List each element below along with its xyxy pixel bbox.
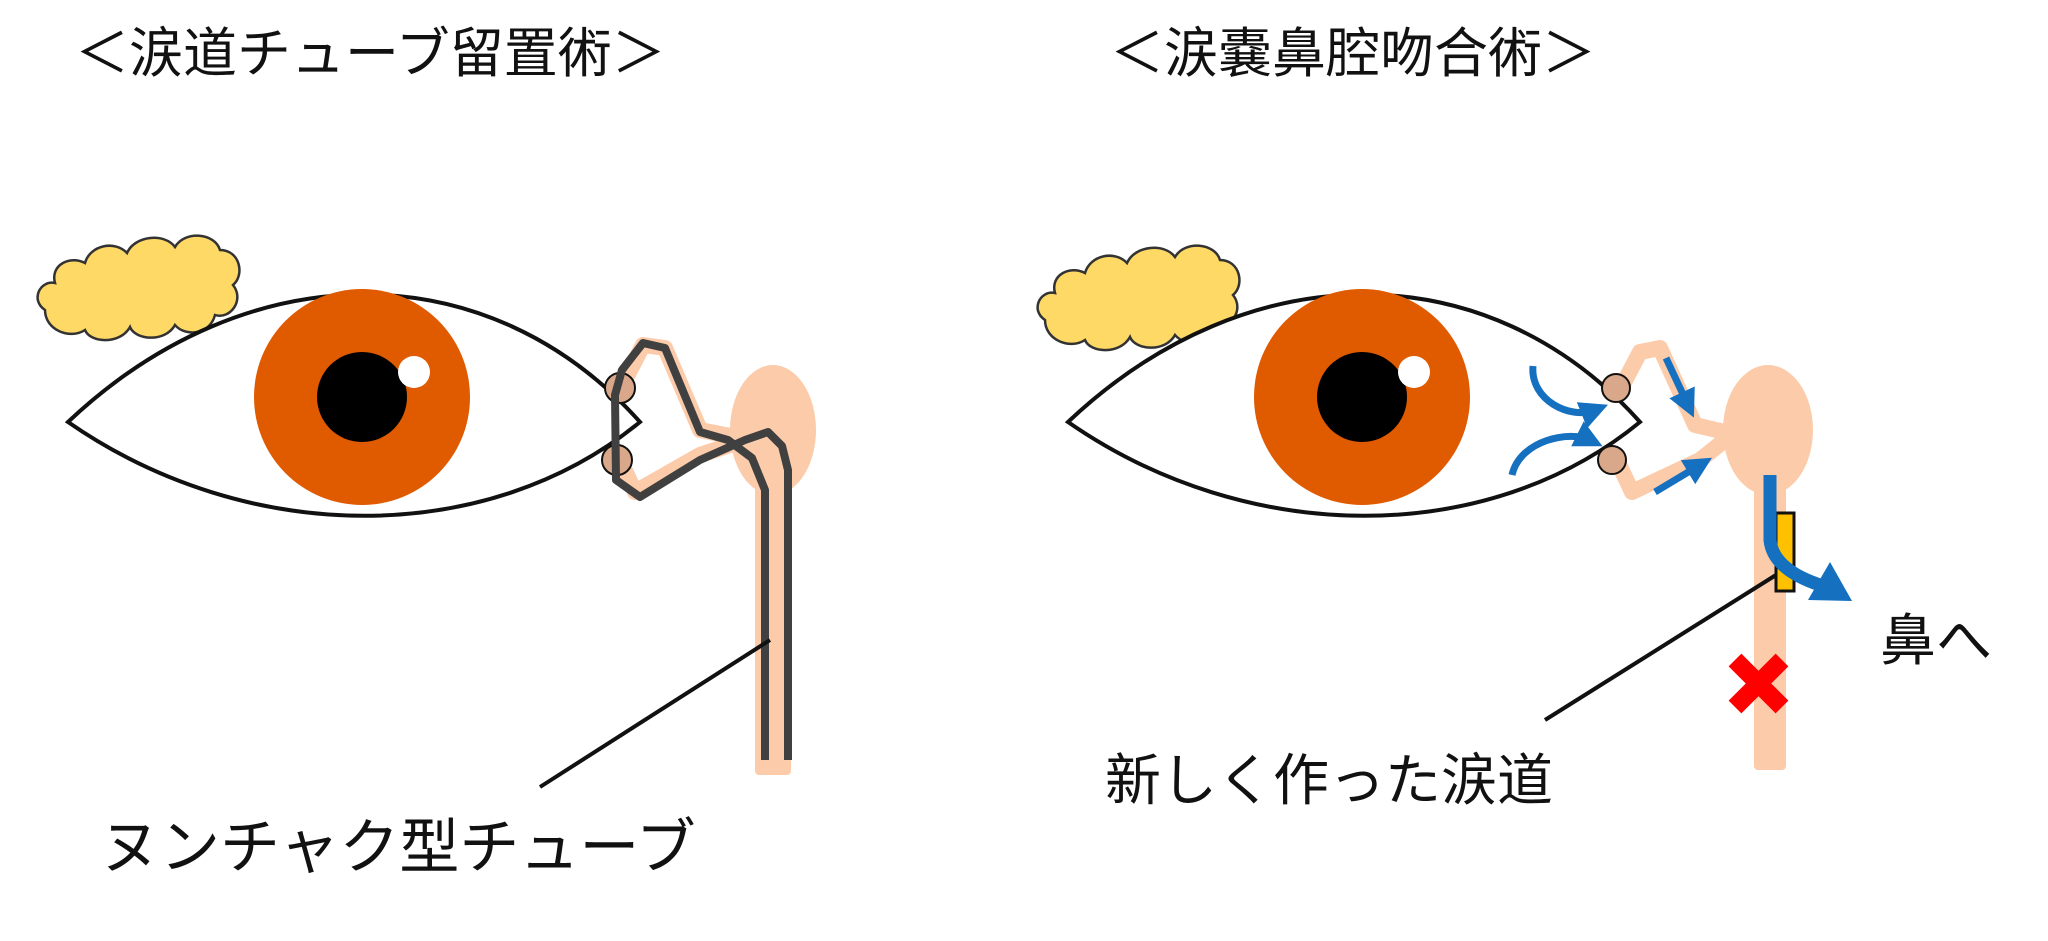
canaliculi	[1609, 340, 1730, 500]
flow-arrow	[1529, 365, 1609, 429]
orbital-fat	[36, 234, 241, 342]
to-nose-arrow	[1763, 475, 1823, 592]
to-nose-arrowhead	[1808, 562, 1852, 601]
pupil	[1317, 352, 1407, 442]
left-panel: ＜涙道チューブ留置術＞ ヌンチャク型チューブ	[36, 22, 816, 883]
upper-punctum	[1601, 373, 1631, 403]
new-duct-leader-line	[1543, 573, 1778, 722]
right-title: ＜涙嚢鼻腔吻合術＞	[1110, 22, 1596, 85]
pupil	[317, 352, 407, 442]
right-panel: ＜涙嚢鼻腔吻合術＞ 新しく作った涙道 鼻へ	[1036, 22, 1992, 814]
new-duct-label: 新しく作った涙道	[1105, 749, 1553, 814]
lower-punctum	[1597, 445, 1627, 475]
flow-arrow	[1508, 421, 1603, 477]
flow-arrow	[1653, 457, 1713, 496]
tube-label: ヌンチャク型チューブ	[100, 813, 696, 883]
to-nose-label: 鼻へ	[1880, 609, 1992, 674]
tear-flow-arrows	[1508, 356, 1713, 496]
left-title: ＜涙道チューブ留置術＞	[75, 22, 666, 85]
lacrimal-sac	[1723, 365, 1813, 495]
tube-leader-line	[538, 638, 772, 789]
blocked-x-mark	[1728, 653, 1789, 714]
highlight	[1398, 356, 1430, 388]
nunchaku-tube	[611, 339, 792, 760]
highlight	[398, 356, 430, 388]
flow-arrow	[1662, 356, 1695, 418]
